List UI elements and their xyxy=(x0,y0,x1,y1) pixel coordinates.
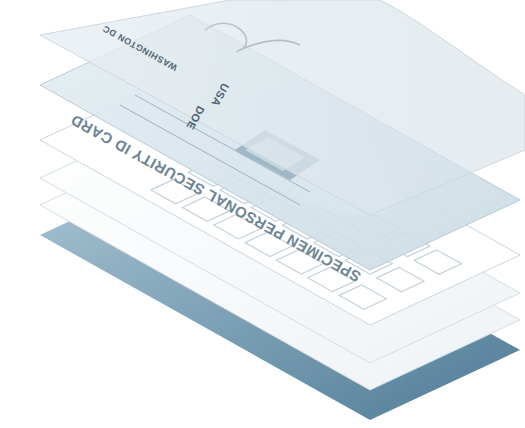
overlay-layer xyxy=(40,0,525,215)
grid-box xyxy=(339,285,386,309)
grid-box xyxy=(377,267,424,291)
grid-box xyxy=(414,250,461,274)
